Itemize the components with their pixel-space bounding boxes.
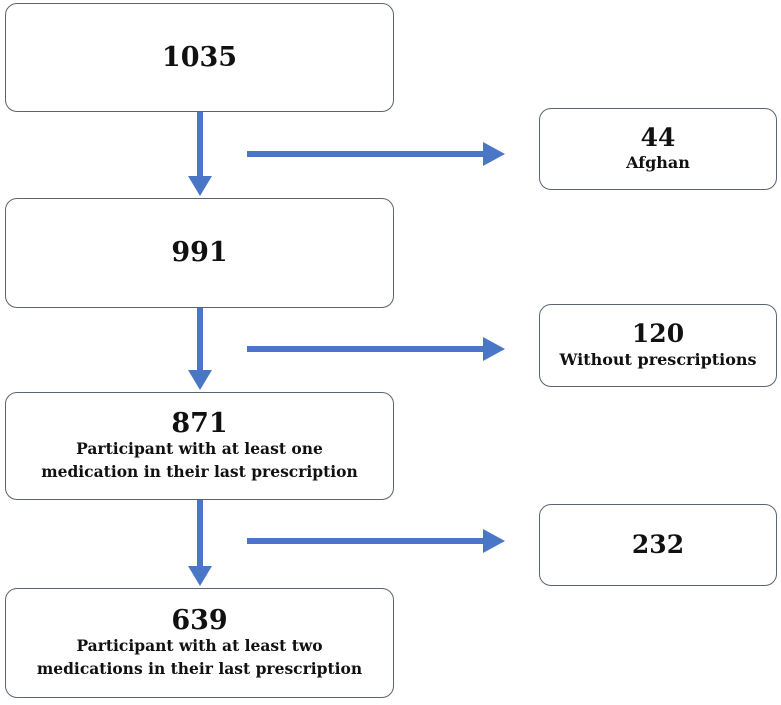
arrow-layer (188, 112, 505, 586)
step1-count: 1035 (161, 41, 238, 73)
down-arrow-1-head (188, 176, 212, 196)
down-arrow-3-head (188, 566, 212, 586)
step4-label-line2: medications in their last prescription (36, 658, 363, 678)
flow-box-step3: 871 Participant with at least one medica… (5, 392, 394, 500)
excl1-label: Afghan (626, 153, 690, 173)
step4-label-line1: Participant with at least two (76, 636, 323, 656)
flow-box-step2: 991 (5, 198, 394, 308)
step3-count: 871 (171, 407, 228, 439)
excl2-count: 120 (631, 319, 685, 349)
exclusion-box-3: 232 (539, 504, 777, 586)
exclusion-box-1: 44 Afghan (539, 108, 777, 190)
step3-label-line1: Participant with at least one (76, 439, 323, 459)
step2-count: 991 (171, 237, 228, 269)
down-arrow-2-head (188, 370, 212, 390)
exclusion-arrow-2-head (483, 337, 505, 361)
excl2-label: Without prescriptions (559, 349, 757, 369)
exclusion-box-2: 120 Without prescriptions (539, 304, 777, 387)
step4-count: 639 (171, 604, 228, 636)
exclusion-arrow-3-head (483, 529, 505, 553)
step3-label-line2: medication in their last prescription (41, 461, 358, 481)
flow-box-step4: 639 Participant with at least two medica… (5, 588, 394, 698)
exclusion-arrow-1-head (483, 142, 505, 166)
flow-box-step1: 1035 (5, 3, 394, 112)
excl1-count: 44 (640, 122, 676, 152)
excl3-count: 232 (631, 530, 685, 560)
